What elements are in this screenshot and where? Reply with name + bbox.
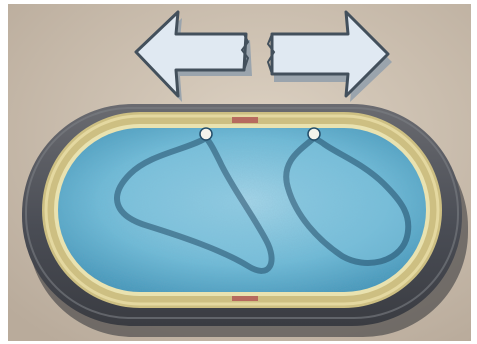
binary-fission-illustration	[8, 4, 471, 341]
cell-diagram-svg	[8, 4, 471, 341]
dna-attachment-point	[200, 128, 212, 140]
dna-attachment-point	[308, 128, 320, 140]
